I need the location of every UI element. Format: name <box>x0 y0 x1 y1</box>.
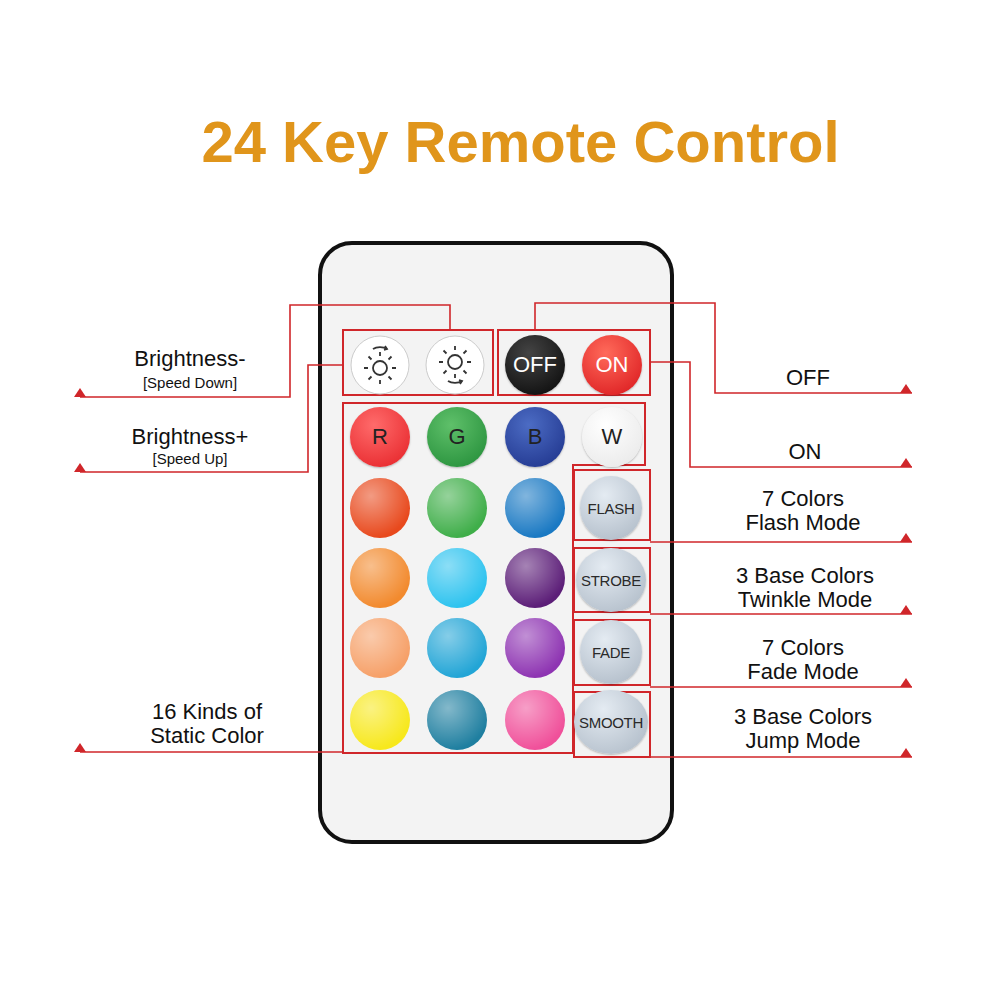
button-label: OFF <box>513 352 557 378</box>
color-button: G <box>427 407 487 467</box>
color-button: B <box>505 407 565 467</box>
mode-button: FLASH <box>580 476 642 540</box>
button-label: W <box>602 424 623 450</box>
sun-icons <box>364 346 471 384</box>
button-label: B <box>528 424 543 450</box>
color-button: R <box>350 407 410 467</box>
callout-label: ON <box>755 440 855 464</box>
button-label: SMOOTH <box>579 714 643 731</box>
button-label: FLASH <box>588 500 635 517</box>
callout-label: OFF <box>758 366 858 390</box>
mode-button: SMOOTH <box>574 690 648 754</box>
callout-label: 7 Colors Fade Mode <box>741 636 866 684</box>
brightness-buttons <box>351 336 484 394</box>
button-label: FADE <box>592 644 630 661</box>
callout-label: 16 Kinds of Static Color <box>137 700 277 748</box>
callout-label: [Speed Down] <box>90 374 290 392</box>
color-button: W <box>582 407 642 467</box>
callout-label: Brightness+ <box>90 425 290 449</box>
leader-arrowheads <box>74 384 912 757</box>
button-label: ON <box>596 352 629 378</box>
button-label: G <box>448 424 465 450</box>
on-button: ON <box>582 335 642 395</box>
callout-label: 3 Base Colors Jump Mode <box>727 705 879 753</box>
callout-label: [Speed Up] <box>90 450 290 468</box>
leader-lines <box>80 303 912 757</box>
callout-label: 3 Base Colors Twinkle Mode <box>729 564 881 612</box>
remote-body <box>320 243 672 842</box>
mode-button: STROBE <box>576 548 646 612</box>
callout-label: 7 Colors Flash Mode <box>741 487 866 535</box>
button-label: R <box>372 424 388 450</box>
color-buttons <box>350 478 565 750</box>
off-button: OFF <box>505 335 565 395</box>
callout-label: Brightness- <box>90 347 290 371</box>
title: 24 Key Remote Control <box>0 108 1001 175</box>
button-label: STROBE <box>581 572 641 589</box>
group-frames <box>343 330 650 757</box>
mode-button: FADE <box>580 620 642 684</box>
